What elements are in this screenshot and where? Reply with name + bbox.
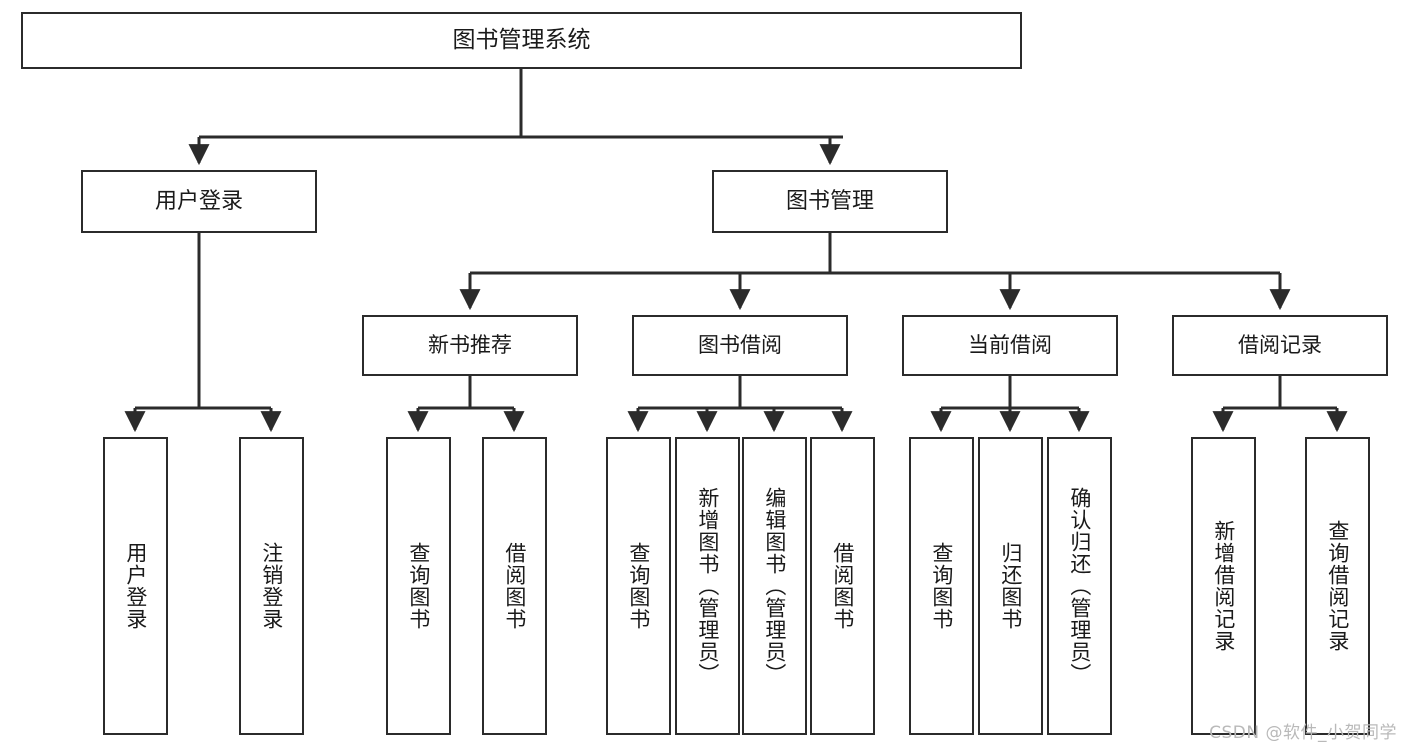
- watermark: CSDN @软件_小贺同学: [1209, 723, 1397, 743]
- node-leaf-add-book-label: 新增图书（管理员）: [695, 487, 720, 685]
- node-leaf-user-login[interactable]: 用户登录: [103, 437, 168, 735]
- node-leaf-borrow-book-1-label: 借阅图书: [502, 542, 527, 630]
- node-leaf-add-book[interactable]: 新增图书（管理员）: [675, 437, 740, 735]
- node-leaf-query-book-3[interactable]: 查询图书: [909, 437, 974, 735]
- node-leaf-logout-login-label: 注销登录: [259, 542, 284, 630]
- node-borrow-record[interactable]: 借阅记录: [1172, 315, 1388, 376]
- node-user-login[interactable]: 用户登录: [81, 170, 317, 233]
- node-root-label: 图书管理系统: [452, 26, 591, 53]
- node-leaf-add-record-label: 新增借阅记录: [1211, 520, 1236, 652]
- node-leaf-borrow-book-2-label: 借阅图书: [830, 542, 855, 630]
- node-leaf-edit-book[interactable]: 编辑图书（管理员）: [742, 437, 807, 735]
- node-leaf-query-book-1[interactable]: 查询图书: [386, 437, 451, 735]
- node-leaf-borrow-book-2[interactable]: 借阅图书: [810, 437, 875, 735]
- node-leaf-query-book-2[interactable]: 查询图书: [606, 437, 671, 735]
- node-new-book-recommend-label: 新书推荐: [428, 333, 512, 358]
- node-leaf-edit-book-label: 编辑图书（管理员）: [762, 487, 787, 685]
- node-leaf-borrow-book-1[interactable]: 借阅图书: [482, 437, 547, 735]
- node-leaf-logout-login[interactable]: 注销登录: [239, 437, 304, 735]
- node-leaf-query-book-3-label: 查询图书: [929, 542, 954, 630]
- node-new-book-recommend[interactable]: 新书推荐: [362, 315, 578, 376]
- node-root[interactable]: 图书管理系统: [21, 12, 1022, 69]
- node-leaf-query-book-2-label: 查询图书: [626, 542, 651, 630]
- node-book-manage[interactable]: 图书管理: [712, 170, 948, 233]
- node-leaf-query-record[interactable]: 查询借阅记录: [1305, 437, 1370, 735]
- node-current-borrow[interactable]: 当前借阅: [902, 315, 1118, 376]
- node-leaf-query-record-label: 查询借阅记录: [1325, 520, 1350, 652]
- node-book-manage-label: 图书管理: [785, 188, 874, 214]
- node-borrow-record-label: 借阅记录: [1238, 333, 1322, 358]
- node-current-borrow-label: 当前借阅: [968, 333, 1052, 358]
- node-book-borrow-label: 图书借阅: [698, 333, 782, 358]
- node-leaf-return-book[interactable]: 归还图书: [978, 437, 1043, 735]
- node-user-login-label: 用户登录: [154, 188, 243, 214]
- node-leaf-return-book-label: 归还图书: [998, 542, 1023, 630]
- node-leaf-confirm-return-label: 确认归还（管理员）: [1067, 487, 1092, 685]
- node-leaf-user-login-label: 用户登录: [123, 542, 148, 630]
- node-leaf-query-book-1-label: 查询图书: [406, 542, 431, 630]
- node-leaf-confirm-return[interactable]: 确认归还（管理员）: [1047, 437, 1112, 735]
- node-leaf-add-record[interactable]: 新增借阅记录: [1191, 437, 1256, 735]
- node-book-borrow[interactable]: 图书借阅: [632, 315, 848, 376]
